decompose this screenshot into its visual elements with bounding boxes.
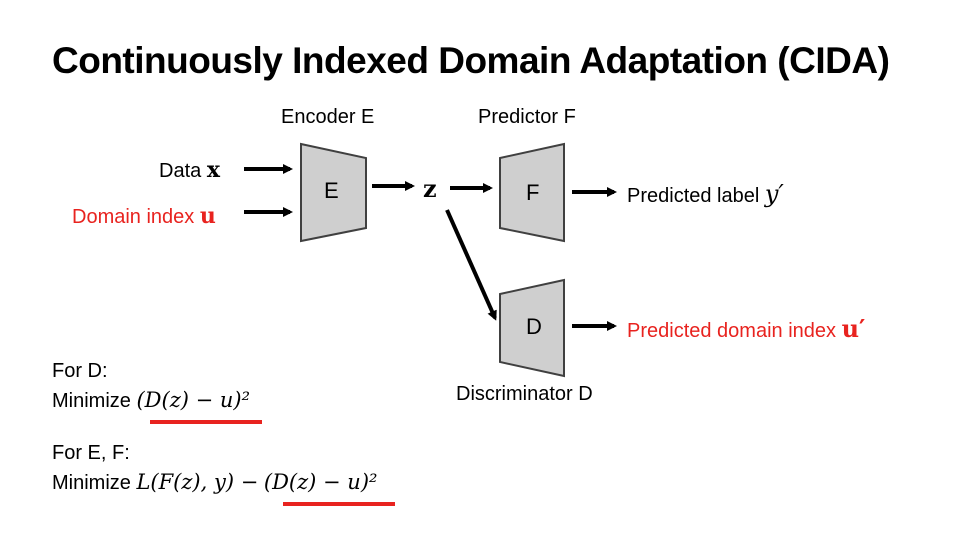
d-formula-underline bbox=[150, 420, 262, 424]
d-objective-formula: Minimize (D(z) − u)² bbox=[52, 388, 250, 413]
z-to-discriminator-arrow bbox=[445, 209, 497, 321]
predicted-domain-text: Predicted domain index bbox=[627, 320, 837, 342]
data-label-text: Data bbox=[159, 160, 202, 182]
ef-objective-formula: Minimize L(F(z), y) − (D(z) − u)² bbox=[52, 470, 377, 495]
ef-formula-expression-b: (D(z) − u)² bbox=[263, 470, 378, 494]
data-input-label: Data x bbox=[159, 157, 220, 183]
predicted-label-symbol: y′ bbox=[764, 180, 784, 208]
latent-z-symbol: z bbox=[423, 174, 437, 203]
domain-label-text: Domain index bbox=[72, 206, 195, 228]
d-formula-prefix: Minimize bbox=[52, 390, 131, 412]
ef-formula-underline bbox=[283, 502, 395, 506]
domain-input-label: Domain index u bbox=[72, 203, 216, 229]
predictor-caption: Predictor F bbox=[478, 106, 576, 128]
discriminator-caption: Discriminator D bbox=[456, 383, 593, 405]
ef-formula-prefix: Minimize bbox=[52, 472, 131, 494]
encoder-letter: E bbox=[324, 178, 339, 203]
encoder-caption: Encoder E bbox=[281, 106, 375, 128]
domain-symbol: u bbox=[199, 203, 216, 229]
page-title: Continuously Indexed Domain Adaptation (… bbox=[52, 40, 890, 81]
predicted-label-text: Predicted label bbox=[627, 185, 760, 207]
discriminator-block bbox=[499, 278, 565, 378]
d-formula-expression: (D(z) − u)² bbox=[136, 388, 251, 412]
predicted-domain-symbol: u′ bbox=[841, 314, 866, 343]
ef-formula-expression-a: L(F(z), y) − bbox=[136, 470, 259, 494]
predicted-domain-output: Predicted domain index u′ bbox=[627, 314, 865, 343]
data-symbol: x bbox=[206, 157, 220, 183]
encoder-block bbox=[300, 142, 367, 243]
predictor-block bbox=[499, 142, 565, 243]
d-objective-heading: For D: bbox=[52, 360, 108, 382]
discriminator-letter: D bbox=[526, 314, 542, 339]
ef-objective-heading: For E, F: bbox=[52, 442, 130, 464]
predicted-label-output: Predicted label y′ bbox=[627, 180, 784, 208]
predictor-letter: F bbox=[526, 180, 540, 205]
